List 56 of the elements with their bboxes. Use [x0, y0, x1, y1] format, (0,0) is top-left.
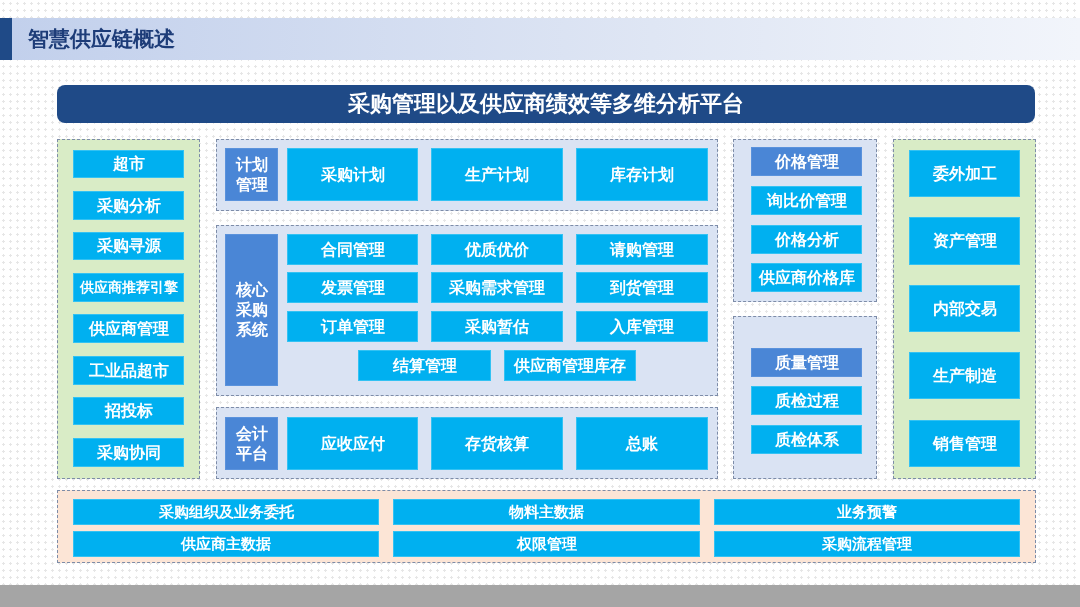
module-box: 业务预警 — [714, 499, 1020, 525]
module-box: 资产管理 — [909, 217, 1020, 265]
module-box: 合同管理 — [287, 234, 418, 265]
module-box: 采购协同 — [73, 438, 184, 467]
category-box: 质量管理 — [751, 348, 862, 377]
module-box: 供应商管理 — [73, 314, 184, 343]
banner: 采购管理以及供应商绩效等多维分析平台 — [57, 85, 1035, 123]
category-box: 核心采购系统 — [225, 234, 278, 386]
module-box: 生产计划 — [431, 148, 563, 201]
module-box: 物料主数据 — [393, 499, 700, 525]
module-box: 委外加工 — [909, 150, 1020, 197]
module-box: 质检体系 — [751, 425, 862, 454]
group-panel — [57, 490, 1036, 563]
module-box: 采购组织及业务委托 — [73, 499, 379, 525]
module-box: 询比价管理 — [751, 186, 862, 215]
module-box: 质检过程 — [751, 386, 862, 415]
title: 智慧供应链概述 — [28, 26, 175, 52]
group-panel — [893, 139, 1036, 479]
module-box: 入库管理 — [576, 311, 708, 342]
module-box: 发票管理 — [287, 272, 418, 303]
module-box: 生产制造 — [909, 352, 1020, 399]
module-box: 存货核算 — [431, 417, 563, 470]
category-box: 会计平台 — [225, 417, 278, 470]
module-box: 工业品超市 — [73, 356, 184, 385]
category-box: 计划管理 — [225, 148, 278, 201]
module-box: 供应商管理库存 — [504, 350, 636, 381]
module-box: 到货管理 — [576, 272, 708, 303]
module-box: 应收应付 — [287, 417, 418, 470]
module-box: 内部交易 — [909, 285, 1020, 332]
module-box: 招投标 — [73, 397, 184, 425]
module-box: 采购计划 — [287, 148, 418, 201]
module-box: 优质优价 — [431, 234, 563, 265]
module-box: 销售管理 — [909, 420, 1020, 467]
group-panel — [733, 316, 877, 479]
category-box: 价格管理 — [751, 147, 862, 176]
module-box: 采购流程管理 — [714, 531, 1020, 557]
module-box: 采购寻源 — [73, 232, 184, 260]
module-box: 供应商推荐引擎 — [73, 273, 184, 302]
module-box: 超市 — [73, 150, 184, 178]
module-box: 价格分析 — [751, 225, 862, 254]
group-panel — [733, 139, 877, 302]
module-box: 请购管理 — [576, 234, 708, 265]
module-box: 权限管理 — [393, 531, 700, 557]
module-box: 采购分析 — [73, 191, 184, 220]
module-box: 总账 — [576, 417, 708, 470]
group-panel — [216, 407, 718, 479]
group-panel — [57, 139, 200, 479]
module-box: 采购暂估 — [431, 311, 563, 342]
module-box: 供应商主数据 — [73, 531, 379, 557]
module-box: 供应商价格库 — [751, 263, 862, 292]
group-panel — [216, 225, 718, 396]
group-panel — [216, 139, 718, 211]
module-box: 结算管理 — [358, 350, 491, 381]
module-box: 订单管理 — [287, 311, 418, 342]
module-box: 库存计划 — [576, 148, 708, 201]
module-box: 采购需求管理 — [431, 272, 563, 303]
